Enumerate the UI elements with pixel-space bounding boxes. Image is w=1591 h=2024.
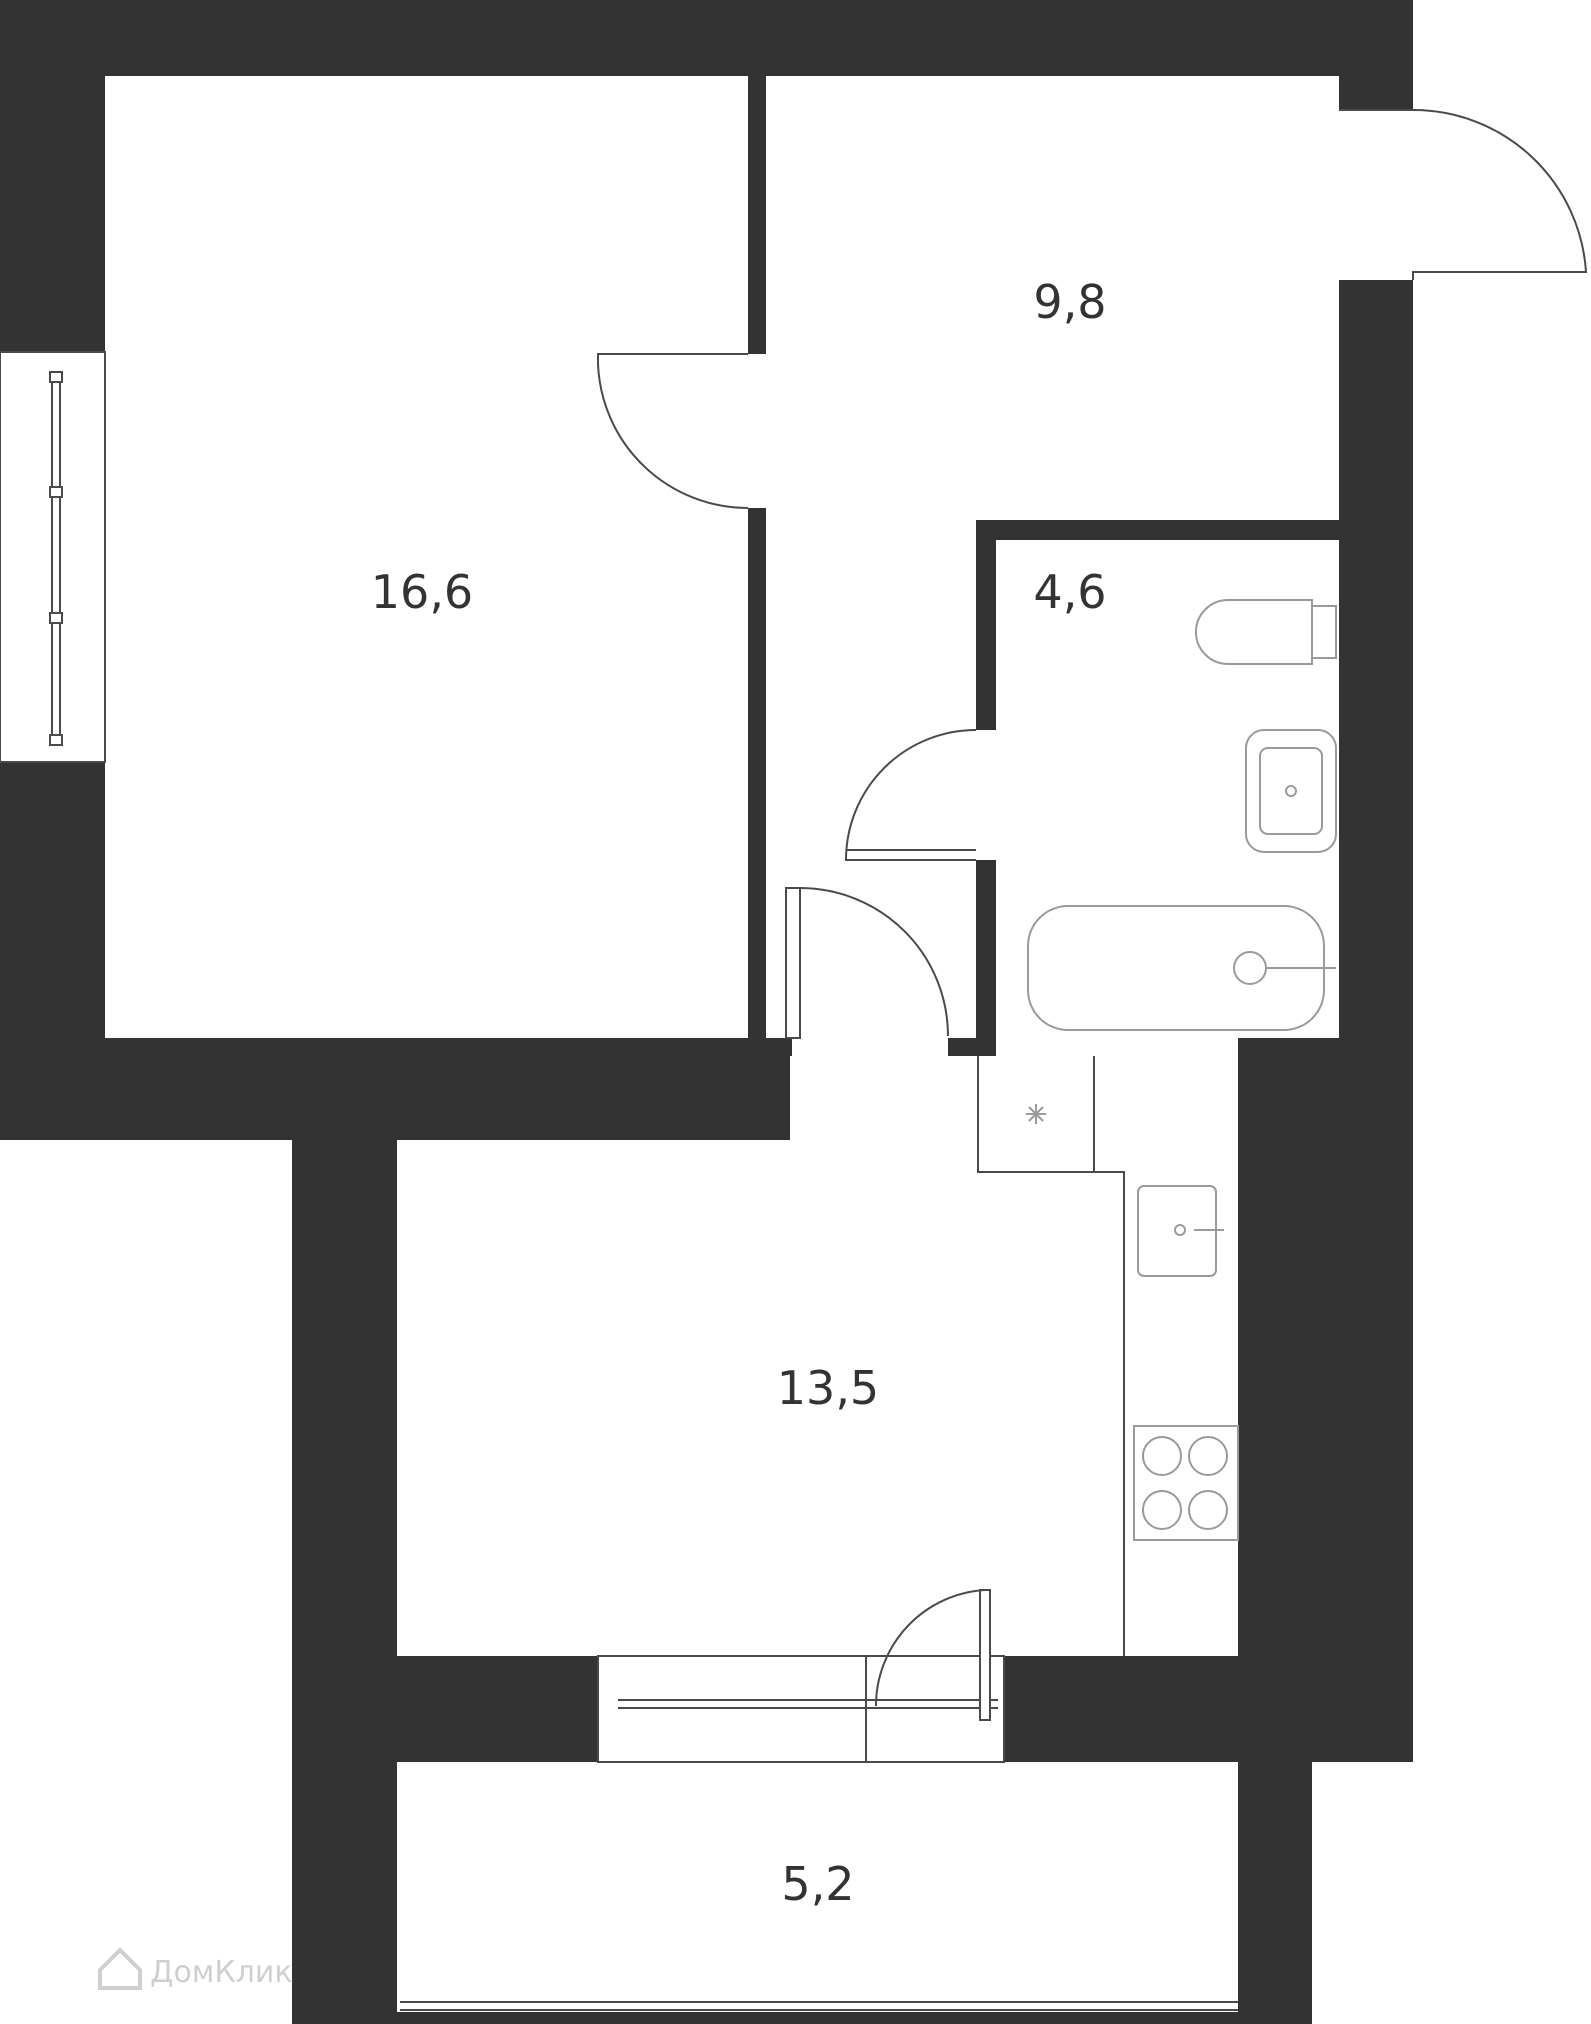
room-balcony-area: 5,2 (781, 1857, 854, 1911)
toilet-icon (1195, 599, 1337, 665)
window-balcony-door (597, 1655, 1005, 1763)
room-bathroom-area: 4,6 (1033, 565, 1106, 619)
door-entrance (1339, 108, 1588, 280)
ventilation-icon (1026, 1104, 1046, 1124)
door-balcony (874, 1589, 991, 1721)
room-bedroom-area: 9,8 (1033, 275, 1106, 329)
door-living (597, 353, 749, 510)
kitchen-sink-icon (1137, 1185, 1224, 1277)
watermark-logo: ДомКлик (98, 1947, 293, 1990)
bathtub-icon (1027, 905, 1336, 1031)
room-living-area: 16,6 (371, 565, 473, 619)
door-kitchen (785, 887, 949, 1039)
stove-icon (1133, 1425, 1239, 1541)
room-kitchen-area: 13,5 (777, 1361, 879, 1415)
window-balcony (400, 2001, 1238, 2011)
washbasin-icon (1245, 729, 1337, 853)
door-bathroom (844, 729, 977, 861)
kitchen-counter (977, 1056, 1125, 1656)
watermark-text: ДомКлик (150, 1955, 293, 1990)
walls (0, 0, 1413, 2024)
window-living (0, 351, 106, 763)
